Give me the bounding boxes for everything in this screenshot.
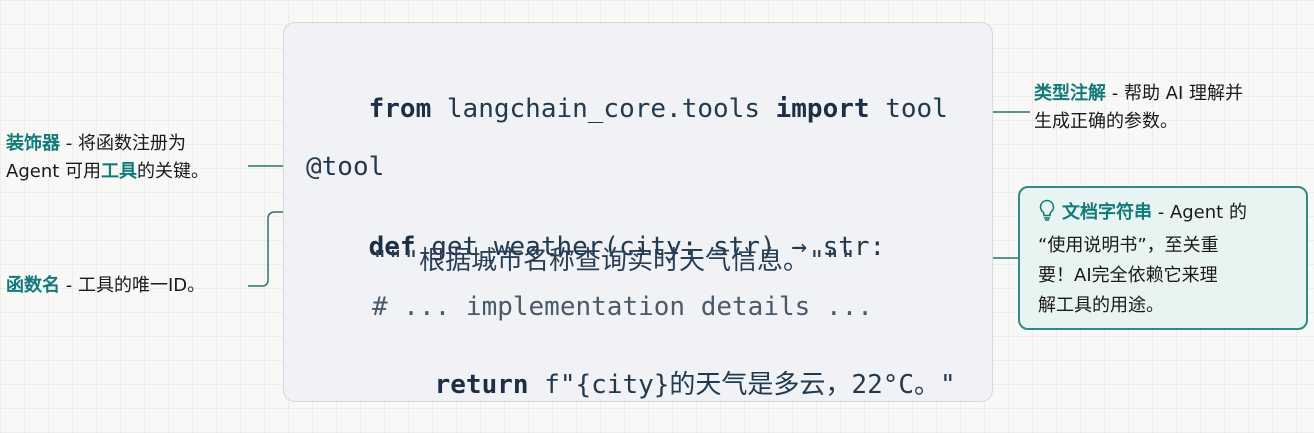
code-line-decorator: @tool <box>306 152 385 182</box>
annotation-type-hint: 类型注解 - 帮助 AI 理解并 生成正确的参数。 <box>1034 80 1243 136</box>
docstring-text-2: “使用说明书”，至关重 <box>1038 235 1219 256</box>
code-line-comment: # ... implementation details ... <box>372 292 873 322</box>
annotation-function-name: 函数名 - 工具的唯一ID。 <box>6 272 205 300</box>
type-hint-text-2: 生成正确的参数。 <box>1034 111 1178 132</box>
type-hint-title: 类型注解 <box>1034 83 1106 104</box>
keyword-from: from <box>368 94 432 124</box>
code-line-def: def get_weather(city: str) → str: <box>306 199 886 295</box>
keyword-return: return <box>434 370 529 400</box>
code-line-return: return f"{city}的天气是多云，22°C。" <box>372 337 956 433</box>
module-name: langchain_core.tools <box>431 94 776 124</box>
keyword-def: def <box>368 232 416 262</box>
decorator-text-2a: Agent 可用 <box>6 161 102 182</box>
function-signature: get_weather(city: str) → str: <box>415 232 886 262</box>
annotation-decorator: 装饰器 - 将函数注册为 Agent 可用工具的关键。 <box>6 130 209 186</box>
docstring-text-4: 解工具的用途。 <box>1038 295 1164 316</box>
docstring-text-3: 要！AI完全依赖它来理 <box>1038 265 1218 286</box>
decorator-highlight-tool: 工具 <box>101 161 138 182</box>
lightbulb-icon <box>1038 199 1056 231</box>
keyword-import: import <box>775 94 870 124</box>
code-line-docstring: """根据城市名称查询实时天气信息。""" <box>372 246 856 276</box>
decorator-text-1: - 将函数注册为 <box>60 133 186 154</box>
function-name-text: - 工具的唯一ID。 <box>60 275 206 296</box>
annotation-docstring: 文档字符串 - Agent 的 “使用说明书”，至关重 要！AI完全依赖它来理 … <box>1018 186 1308 330</box>
docstring-text-1: - Agent 的 <box>1152 202 1247 223</box>
type-hint-text-1: - 帮助 AI 理解并 <box>1106 83 1244 104</box>
docstring-title: 文档字符串 <box>1062 202 1152 223</box>
code-block: from langchain_core.tools import tool @t… <box>283 22 993 402</box>
import-name: tool <box>869 94 948 124</box>
code-line-import: from langchain_core.tools import tool <box>306 61 948 157</box>
decorator-title: 装饰器 <box>6 133 60 154</box>
function-name-title: 函数名 <box>6 275 60 296</box>
decorator-text-2b: 的关键。 <box>137 161 210 182</box>
return-expression: f"{city}的天气是多云，22°C。" <box>528 370 956 400</box>
